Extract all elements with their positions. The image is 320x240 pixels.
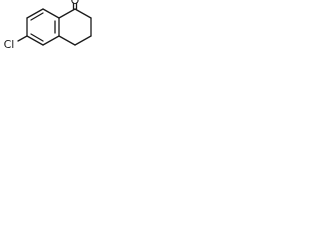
bond-c1-c2	[74, 8, 92, 19]
bond-c3-c4	[74, 35, 92, 46]
bond-c4-c4a	[58, 35, 76, 46]
bond-c8a-c1	[58, 8, 76, 19]
molecule-structure: O Cl	[4, 0, 92, 51]
chlorine-label: Cl	[4, 38, 15, 51]
oxygen-label: O	[71, 0, 80, 7]
double-bond-c8-c7	[30, 12, 44, 21]
bond-c6-c5	[26, 35, 44, 46]
double-bond-c6-c5	[30, 33, 44, 42]
bond-c8a-c8	[42, 8, 60, 19]
chlorine-bond	[17, 35, 28, 42]
bond-c5-c4a	[42, 35, 60, 46]
structure-canvas: O Cl	[0, 0, 93, 70]
bond-c8-c7	[26, 8, 44, 19]
